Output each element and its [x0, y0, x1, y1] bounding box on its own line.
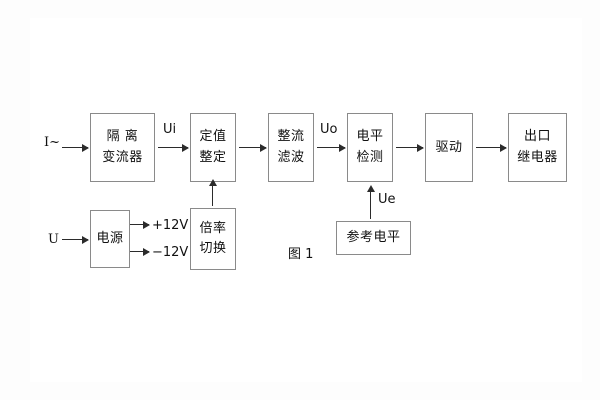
block-line: 切换	[199, 241, 227, 256]
diagram-panel	[30, 18, 582, 382]
block-driver[interactable]: 驱动	[425, 113, 473, 182]
arrow-power-negative-12v	[130, 247, 150, 256]
rail-negative-12v-label: −12V	[152, 245, 189, 260]
block-line: 驱动	[435, 139, 463, 155]
block-line: 参考电平	[346, 230, 401, 246]
arrow-reference-to-leveldetect	[366, 185, 375, 219]
block-line: 变流器	[102, 149, 143, 165]
block-line: 定值	[199, 129, 227, 145]
block-line: 检测	[356, 149, 384, 165]
block-power-supply[interactable]: 电源	[90, 210, 130, 268]
block-line: 倍率	[199, 220, 227, 236]
block-line: 整流	[277, 129, 305, 145]
block-line: 电平	[356, 129, 384, 145]
rail-positive-12v-label: +12V	[152, 218, 189, 233]
current-input-label: I~	[44, 135, 61, 150]
block-line: 电源	[96, 231, 124, 247]
block-reference-level[interactable]: 参考电平	[336, 221, 411, 255]
block-line: 出口	[523, 129, 551, 145]
arrow-leveldetect-to-driver	[396, 143, 424, 152]
block-isolation-transformer[interactable]: 隔 离 变流器	[90, 113, 155, 182]
block-line: 继电器	[517, 149, 558, 165]
arrow-current-to-isolation	[62, 143, 89, 152]
arrow-isolation-to-setting	[158, 143, 189, 152]
arrow-multiplier-to-setting	[208, 179, 217, 206]
block-rectify-filter[interactable]: 整流 滤波	[268, 113, 314, 182]
arrow-power-positive-12v	[130, 220, 150, 229]
arrow-driver-to-outputrelay	[476, 143, 507, 152]
arrow-rectify-to-leveldetect	[317, 143, 346, 152]
block-multiplier-switch[interactable]: 倍率 切换	[190, 208, 236, 270]
block-setting-adjust[interactable]: 定值 整定	[190, 113, 236, 182]
block-output-relay[interactable]: 出口 继电器	[508, 113, 567, 182]
uo-label: Uo	[320, 122, 338, 137]
ui-label: Ui	[163, 122, 177, 137]
block-level-detect[interactable]: 电平 检测	[347, 113, 393, 182]
block-line: 整定	[199, 149, 227, 165]
block-line: 滤波	[277, 149, 305, 165]
arrow-voltage-to-powersupply	[62, 235, 89, 244]
arrow-setting-to-rectify	[239, 143, 267, 152]
block-line: 隔 离	[106, 129, 139, 145]
ue-label: Ue	[378, 192, 396, 207]
voltage-input-label: U	[48, 232, 59, 247]
figure-caption: 图 1	[288, 247, 314, 262]
